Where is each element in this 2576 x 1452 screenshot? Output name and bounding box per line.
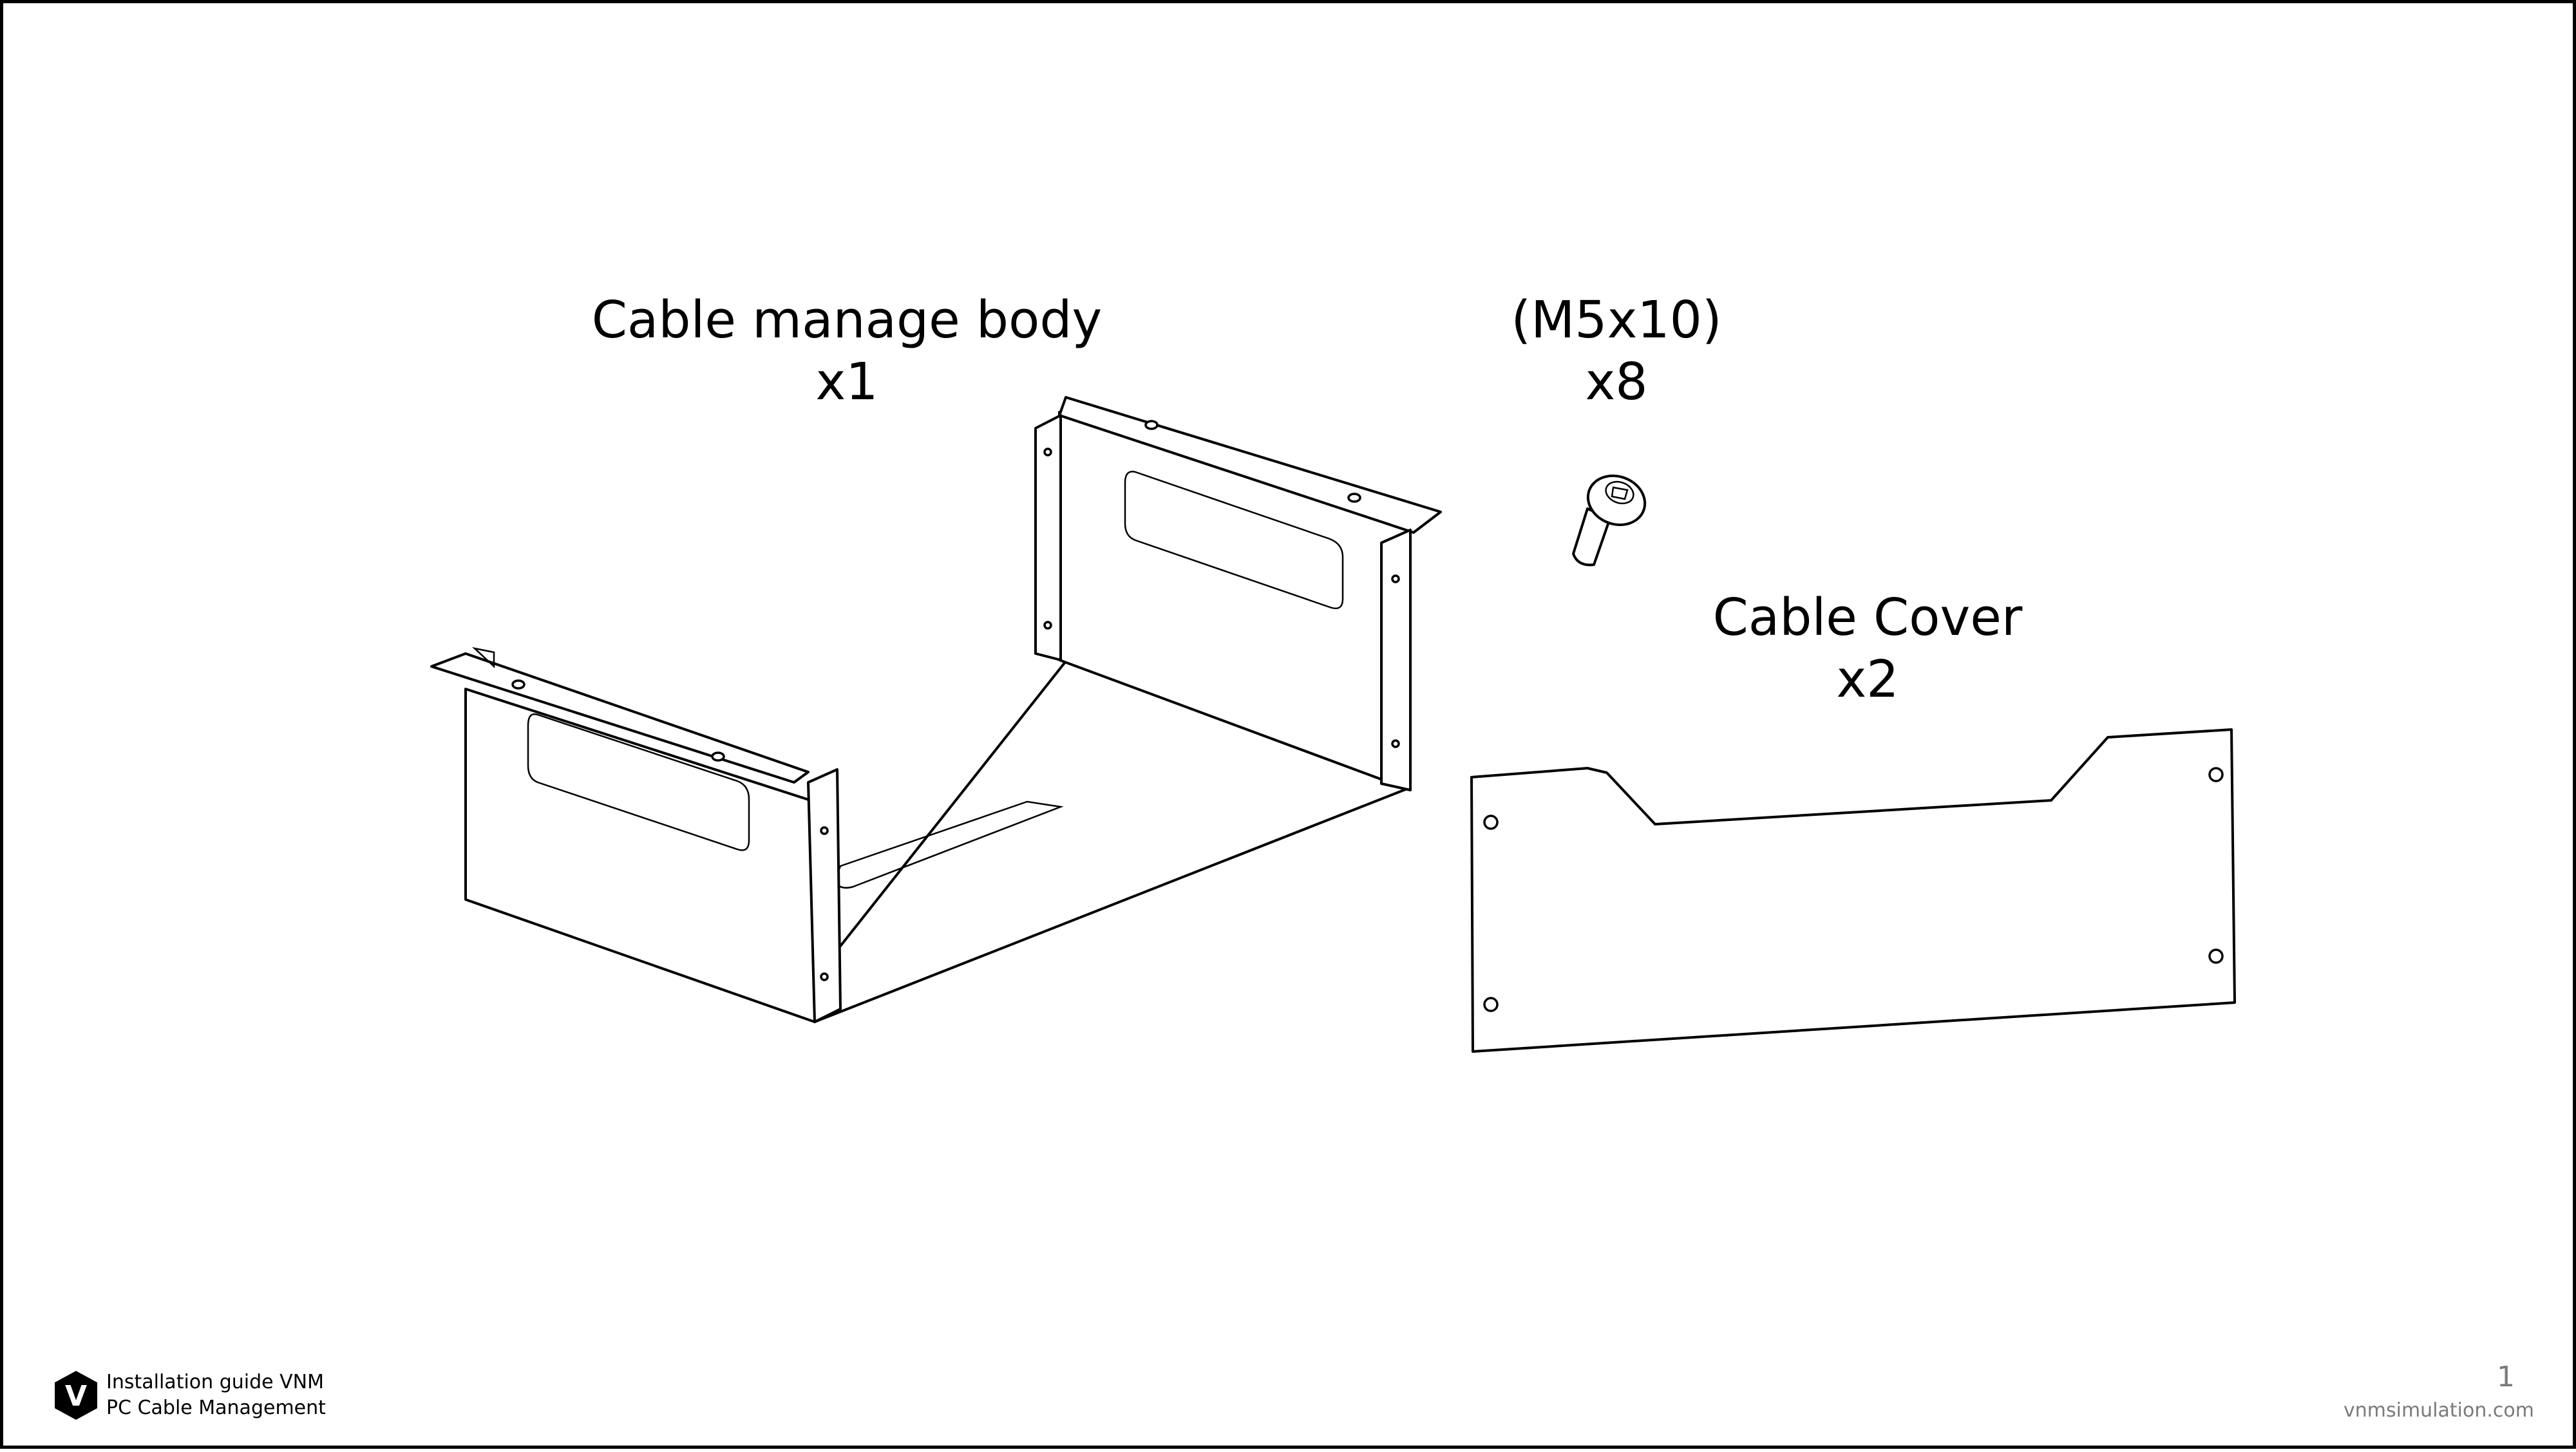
website-url: vnmsimulation.com [2344, 1399, 2534, 1422]
parts-illustration [430, 396, 2236, 1053]
logo-letter: V [65, 1380, 87, 1413]
cable-manage-body-drawing [430, 396, 1442, 1023]
footer-line-2: PC Cable Management [106, 1397, 326, 1419]
part-quantity: x2 [1836, 650, 1899, 709]
part-quantity: x1 [815, 352, 878, 411]
part-name: Cable manage body [591, 290, 1103, 350]
part-label-m5x10-screw: (M5x10) x8 [1511, 289, 1721, 413]
part-name: Cable Cover [1712, 588, 2023, 647]
vnm-logo-icon: V [55, 1371, 97, 1420]
part-label-cable-manage-body: Cable manage body x1 [592, 289, 1102, 413]
cable-cover-drawing [1470, 728, 2236, 1053]
footer-title: Installation guide VNM PC Cable Manageme… [106, 1370, 326, 1421]
footer-line-1: Installation guide VNM [106, 1371, 324, 1393]
part-quantity: x8 [1585, 352, 1648, 411]
part-name: (M5x10) [1511, 290, 1722, 350]
page-number: 1 [2497, 1361, 2515, 1393]
m5x10-screw-drawing [1572, 474, 1647, 567]
footer-branding: V Installation guide VNM PC Cable Manage… [53, 1370, 326, 1421]
part-label-cable-cover: Cable Cover x2 [1713, 587, 2023, 710]
